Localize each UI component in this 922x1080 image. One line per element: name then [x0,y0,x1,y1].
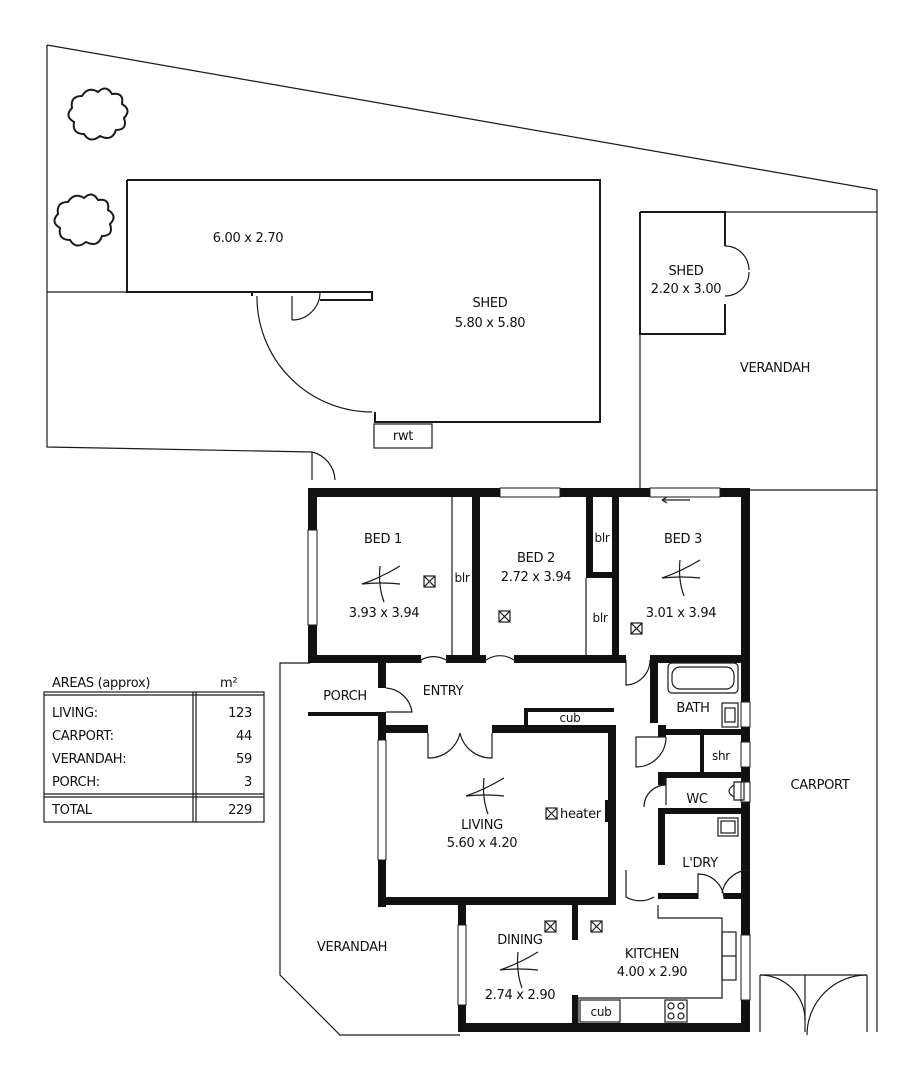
windows [307,487,751,1006]
tree-icon [67,87,129,141]
bathtub [667,662,739,694]
cooktop [664,999,688,1023]
basin [721,702,739,728]
bed2-dims: 2.72 x 3.94 [501,570,572,585]
kitchen-name: KITCHEN [625,947,679,962]
shed-large-dims: 5.80 x 5.80 [455,316,526,331]
heater-label: heater [560,807,602,822]
cub-label: cub [591,1005,612,1019]
areas-table-unit: m² [220,676,237,691]
verandah-top-label: VERANDAH [740,361,810,376]
rwt-label: rwt [393,429,413,444]
cub-label: cub [560,711,581,725]
blr-label: blr [593,611,608,625]
blr-label: blr [595,531,610,545]
dining-dims: 2.74 x 2.90 [485,988,556,1003]
site-boundary [46,44,878,1032]
bed1-name: BED 1 [364,532,402,547]
kitchen-dims: 4.00 x 2.90 [617,965,688,980]
areas-table-title: AREAS (approx) [52,676,150,691]
area-row-label: VERANDAH: [52,752,126,767]
ceiling-fan-icon [661,559,701,597]
living-name: LIVING [461,818,503,833]
area-row-value: 3 [244,775,252,790]
bed3-dims: 3.01 x 3.94 [646,606,717,621]
carport-label: CARPORT [790,778,849,793]
area-row-label: CARPORT: [52,729,114,744]
ceiling-fan-icon [465,777,505,815]
toilet [728,781,745,801]
tree-icon [53,193,115,247]
area-row-label: LIVING: [52,706,98,721]
blr-label: blr [455,571,470,585]
areas-table: AREAS (approx) m² LIVING: 123 CARPORT: 4… [43,676,265,823]
ceiling-fan-icon [361,565,401,603]
area-total-label: TOTAL [51,803,93,818]
bed3-name: BED 3 [664,532,702,547]
shed-large-name: SHED [472,296,507,311]
shed-large [47,179,601,423]
carport-gates [759,974,868,1036]
dining-name: DINING [497,933,542,948]
fixture-box-icon [423,575,643,933]
living-dims: 5.60 x 4.20 [447,836,518,851]
verandah-left-label: VERANDAH [317,940,387,955]
shed-small-name: SHED [668,264,703,279]
shed-small-dims: 2.20 x 3.00 [651,282,722,297]
laundry-label: L'DRY [682,856,718,871]
porch-label: PORCH [323,689,367,704]
shed-large-dims-a: 6.00 x 2.70 [213,231,284,246]
bath-label: BATH [676,701,709,716]
bed2-name: BED 2 [517,551,555,566]
doors [385,655,751,902]
area-row-value: 44 [236,729,252,744]
area-row-label: PORCH: [52,775,100,790]
ceiling-fan-icon [499,951,539,989]
wc-label: WC [686,792,708,807]
verandah-outline [279,662,460,1036]
bed1-dims: 3.93 x 3.94 [349,606,420,621]
entry-label: ENTRY [423,684,464,699]
area-row-value: 59 [236,752,252,767]
rainwater-tank [373,423,433,449]
area-total-value: 229 [228,803,252,818]
shr-label: shr [712,749,730,763]
area-row-value: 123 [228,706,252,721]
kitchen-bench [578,905,723,999]
laundry-trough [717,817,739,837]
